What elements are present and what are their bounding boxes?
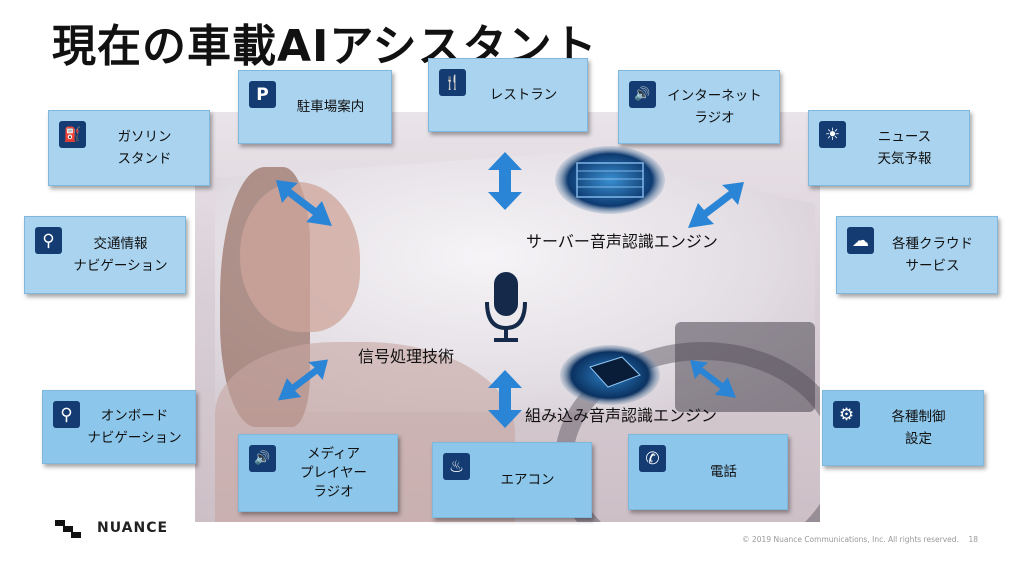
tile-restaurant: 🍴 レストラン <box>428 58 588 132</box>
tile-label: 電話 <box>710 464 737 480</box>
microphone-icon <box>483 272 529 348</box>
tile-internet-radio: 🔊 インターネット ラジオ <box>618 70 780 144</box>
server-chip-image <box>555 145 665 219</box>
speaker-icon: 🔊 <box>629 81 656 108</box>
tile-cloud-services: ☁ 各種クラウド サービス <box>836 216 998 294</box>
tile-label: 駐車場案内 <box>296 99 365 115</box>
tile-gas-station: ⛽ ガソリン スタンド <box>48 110 210 186</box>
embedded-asr-label: 組み込み音声認識エンジン <box>525 406 718 425</box>
tile-label: インターネット ラジオ <box>667 88 762 126</box>
tile-label: メディア プレイヤー ラジオ <box>299 445 368 500</box>
copyright: © 2019 Nuance Communications, Inc. All r… <box>742 535 959 544</box>
fuel-icon: ⛽ <box>59 121 86 148</box>
tile-phone: ✆ 電話 <box>628 434 788 510</box>
arrow-diagonal-dash <box>690 358 736 400</box>
tile-traffic-navigation: ⚲ 交通情報 ナビゲーション <box>24 216 186 294</box>
tile-onboard-navigation: ⚲ オンボード ナビゲーション <box>42 390 196 464</box>
page-number: 18 <box>968 535 978 544</box>
speaker-icon: 🔊 <box>249 445 276 472</box>
restaurant-icon: 🍴 <box>439 69 466 96</box>
tile-label: 交通情報 ナビゲーション <box>73 236 168 274</box>
cloud-icon: ☁ <box>847 227 874 254</box>
arrow-diagonal-server <box>688 182 744 228</box>
tile-label: 各種クラウド サービス <box>892 236 973 274</box>
arrow-vertical-embedded <box>488 370 522 428</box>
tile-parking: P 駐車場案内 <box>238 70 392 144</box>
driver-face <box>240 182 360 332</box>
parking-icon: P <box>249 81 276 108</box>
tile-label: オンボード ナビゲーション <box>87 408 182 446</box>
signal-processing-label: 信号処理技術 <box>358 347 455 366</box>
copyright-text: © 2019 Nuance Communications, Inc. All r… <box>742 535 978 544</box>
nuance-logo: NUANCE <box>55 518 168 538</box>
tile-media-player: 🔊 メディア プレイヤー ラジオ <box>238 434 398 512</box>
server-asr-label: サーバー音声認識エンジン <box>526 232 718 251</box>
tile-label: ニュース 天気予報 <box>877 129 932 167</box>
heater-icon: ♨ <box>443 453 470 480</box>
arrow-diagonal-face <box>276 180 332 226</box>
tile-label: エアコン <box>500 472 555 488</box>
arrow-vertical-server <box>488 152 522 210</box>
tile-label: ガソリン スタンド <box>117 129 172 167</box>
tile-label: レストラン <box>489 87 558 103</box>
tile-label: 各種制御 設定 <box>891 409 946 447</box>
sun-icon: ☀ <box>819 121 846 148</box>
embedded-chip-image <box>560 345 660 409</box>
tile-news-weather: ☀ ニュース 天気予報 <box>808 110 970 186</box>
phone-icon: ✆ <box>639 445 666 472</box>
logo-wordmark: NUANCE <box>97 520 169 536</box>
tile-air-conditioner: ♨ エアコン <box>432 442 592 518</box>
arrow-diagonal-body <box>278 358 328 402</box>
gear-icon: ⚙ <box>833 401 860 428</box>
tile-controls-settings: ⚙ 各種制御 設定 <box>822 390 984 466</box>
nuance-logo-mark <box>55 520 81 538</box>
map-pin-icon: ⚲ <box>35 227 62 254</box>
map-pin-icon: ⚲ <box>53 401 80 428</box>
car-interior-photo <box>195 112 820 522</box>
